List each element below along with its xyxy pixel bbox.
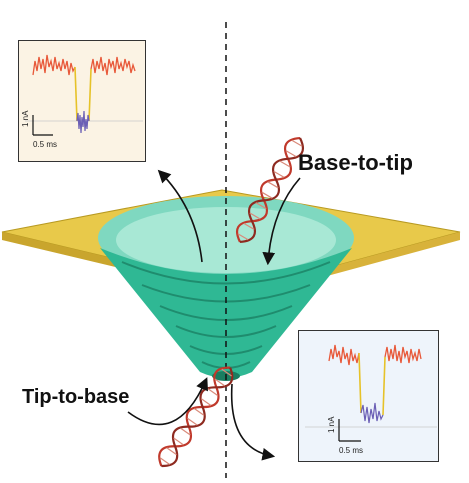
trace-blockade: [360, 402, 384, 424]
base-to-tip-label: Base-to-tip: [298, 150, 413, 175]
arrow-exit-up-left: [157, 169, 203, 263]
current-trace-inset-bottom-right: 1 nA 0.5 ms: [298, 330, 439, 462]
time-scale-label: 0.5 ms: [33, 140, 57, 149]
trace-transition: [74, 66, 92, 122]
arrows: [127, 169, 301, 461]
dna-helix-lower: [158, 366, 234, 468]
tip-to-base-label: Tip-to-base: [22, 386, 130, 408]
trace-blockade: [76, 110, 90, 134]
trace-transition: [358, 352, 386, 416]
arrow-exit-down-right: [230, 383, 276, 461]
trace-open-left: [328, 344, 360, 366]
time-scale-label: 0.5 ms: [339, 446, 363, 455]
trace-open-right: [384, 344, 422, 364]
arrow-tip-to-base: [127, 377, 208, 426]
conical-pore: [98, 196, 354, 381]
current-scale-label: 1 nA: [21, 110, 30, 127]
current-trace-inset-top-left: 1 nA 0.5 ms: [18, 40, 146, 162]
current-scale-label: 1 nA: [327, 416, 336, 433]
trace-open-right: [90, 56, 136, 76]
dna-helix-upper: [236, 136, 304, 244]
trace-open-left: [32, 54, 76, 76]
arrow-base-to-tip: [262, 177, 301, 266]
